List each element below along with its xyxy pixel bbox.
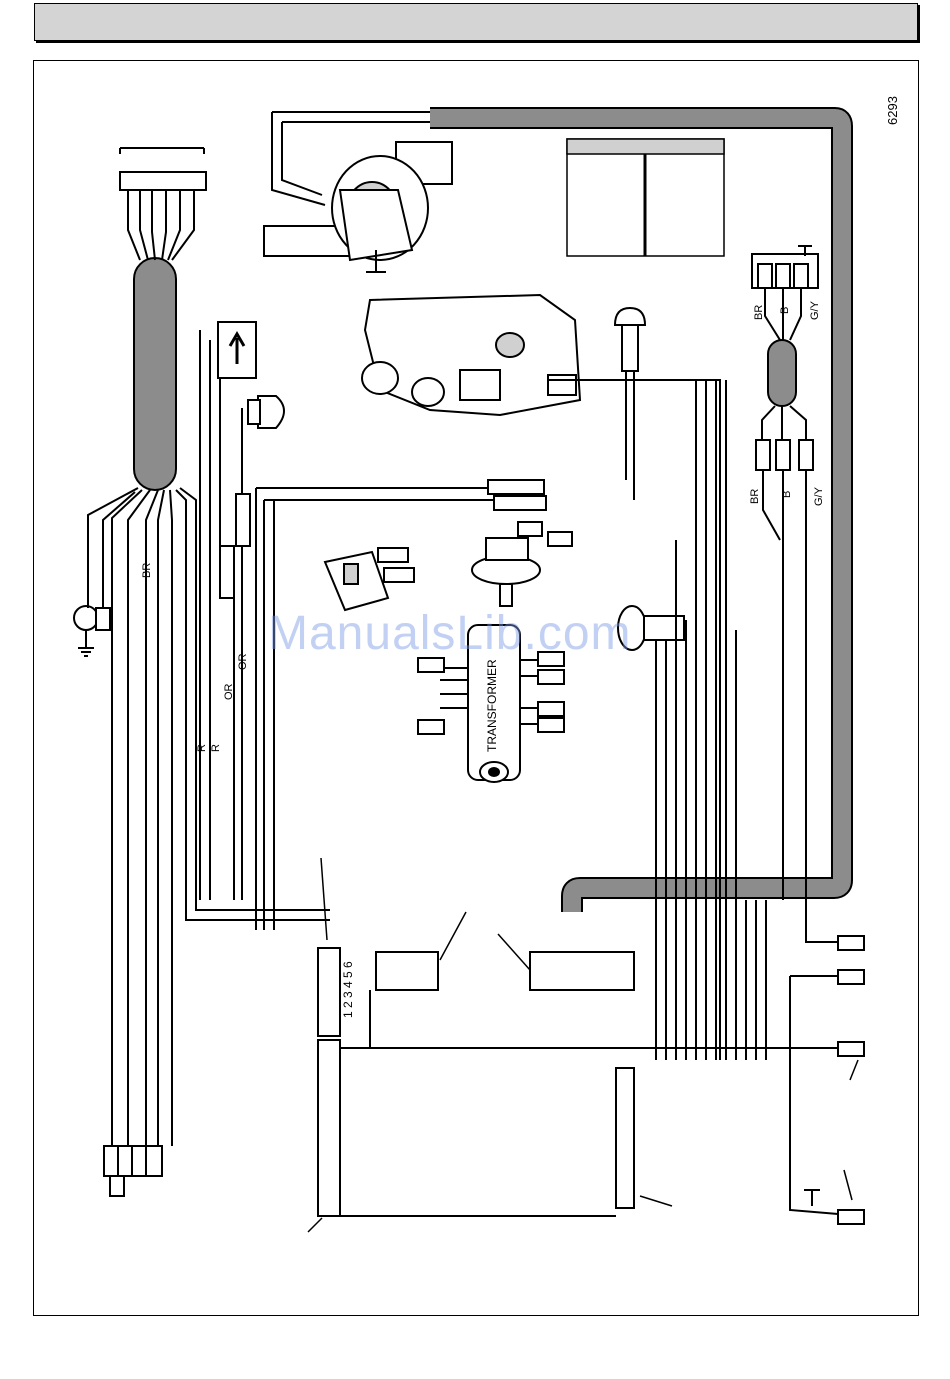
pcb-connector-right-lower [616, 1068, 634, 1208]
gy-right-bot-label: G/Y [813, 486, 825, 506]
pcb-connector-mid [376, 952, 438, 990]
gy-right-top-label: G/Y [809, 300, 821, 320]
br-left-label: BR [141, 563, 153, 578]
terminal-numbers: 1 2 3 4 5 6 [341, 961, 355, 1018]
right-harness-bundle [768, 340, 796, 406]
figure-number: 6293 [885, 96, 900, 125]
br-right-bot-label: BR [749, 489, 761, 504]
r-label-1: R [196, 744, 208, 752]
br-right-top-label: BR [753, 305, 765, 320]
or-label-2: OR [237, 653, 249, 670]
pcb-connector-left [318, 948, 340, 1036]
or-label-1: OR [223, 683, 235, 700]
r-label-2: R [210, 744, 222, 752]
gas-valve [362, 295, 580, 415]
mains-terminal-block [120, 172, 206, 190]
b-right-bot-label: B [781, 491, 793, 498]
left-harness-bundle [134, 258, 176, 490]
pcb-connector-left-lower [318, 1040, 340, 1216]
pcb-connector-right [530, 952, 634, 990]
transformer-label: TRANSFORMER [485, 659, 499, 752]
b-right-top-label: B [779, 307, 791, 314]
